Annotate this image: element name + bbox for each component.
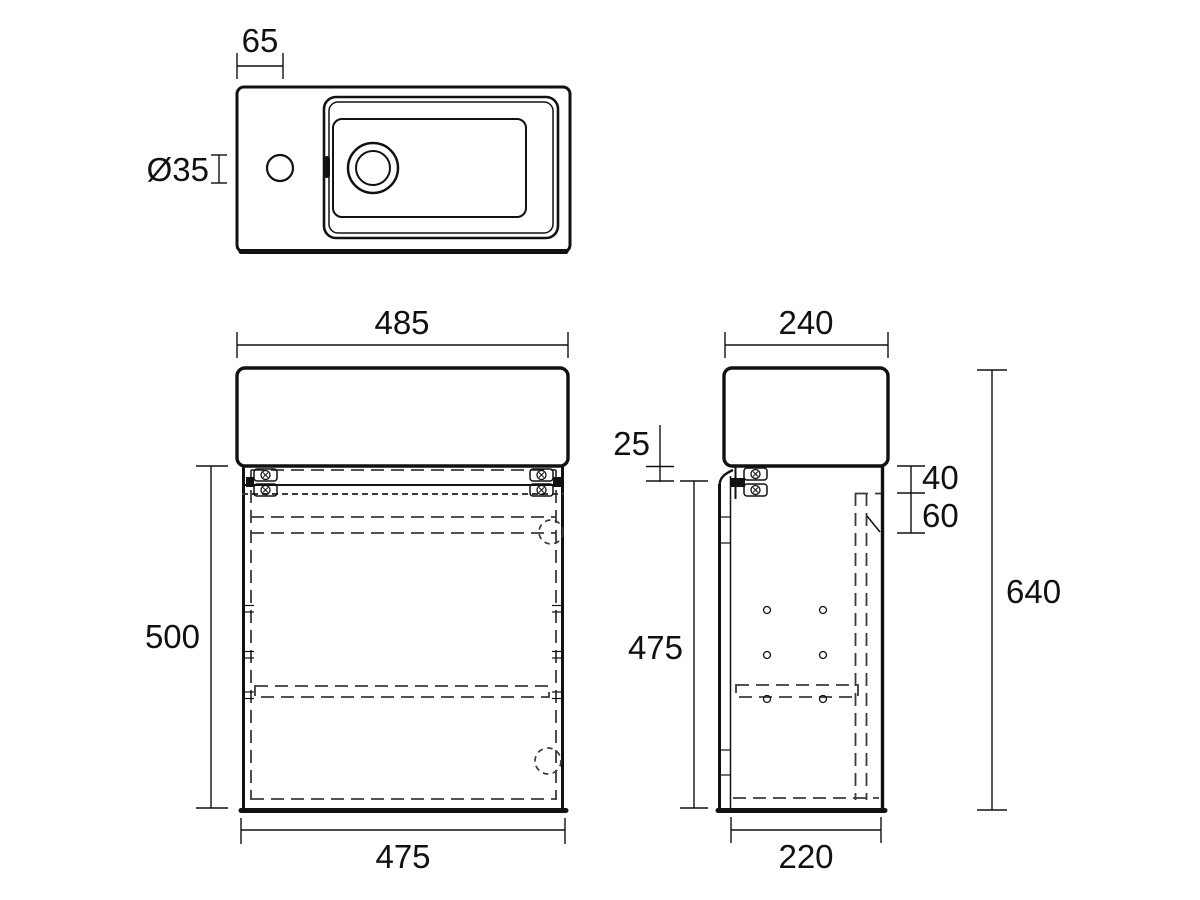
hinge-cup (529, 468, 554, 482)
front-view: 485 (145, 304, 570, 875)
hinge-arm (246, 477, 254, 487)
screw-cross (262, 472, 269, 478)
dim-label-fixing-top: 40 (922, 459, 959, 496)
dim-label-overall-height: 640 (1006, 573, 1061, 610)
dim-tap-hole-offset: 65 (236, 22, 284, 79)
hinge-screw (260, 469, 271, 481)
shelf-pin-marks-front (244, 604, 562, 700)
dim-cabinet-height: 500 (145, 465, 228, 809)
tap-hole (265, 153, 295, 183)
hinge-cup (253, 468, 278, 482)
pin-hole (762, 650, 772, 660)
overflow-slot (324, 156, 330, 178)
dim-label-cabinet-width: 475 (375, 838, 430, 875)
hinge-screw (536, 469, 547, 481)
dim-door-height: 475 (628, 480, 708, 809)
pin-hole (818, 694, 828, 704)
dim-label-cabinet-height: 500 (145, 618, 200, 655)
dim-overall-height: 640 (977, 369, 1061, 811)
dim-basin-depth: 240 (724, 304, 889, 358)
back-panel-chamfer-mark (866, 515, 881, 533)
hinge-cup (529, 483, 554, 497)
top-view: 65 Ø35 (147, 22, 572, 254)
basin-side-outline (722, 366, 890, 468)
dim-tap-hole-diameter: Ø35 (147, 151, 227, 188)
shelf-pin-holes-side (762, 605, 828, 704)
shelf-hidden-outline (254, 685, 550, 698)
dim-basin-width: 485 (236, 304, 569, 358)
hinge-cup (253, 483, 278, 497)
hinge-side (731, 467, 768, 497)
hinge-cup (743, 483, 768, 497)
dim-label-basin-width: 485 (374, 304, 429, 341)
hinge-arm (731, 478, 745, 487)
basin-plan-outline (235, 85, 572, 254)
door-side-profile (718, 468, 734, 808)
hinge-cup (743, 467, 768, 481)
dim-label-fixing-bottom: 60 (922, 497, 959, 534)
drain-outer-circle (346, 141, 400, 195)
hidden-hole-bottom (534, 747, 562, 775)
screw-cross (538, 487, 545, 493)
side-view: 240 (613, 304, 1061, 875)
pin-hole (762, 605, 772, 615)
screw-cross (752, 471, 759, 477)
hinge-front-right (529, 468, 561, 497)
shelf-hidden-outline (735, 684, 859, 698)
basin-front-outline (235, 366, 570, 468)
hidden-lines-front (242, 469, 564, 800)
pin-hole (762, 694, 772, 704)
dim-label-gap: 25 (613, 425, 650, 462)
dim-cabinet-width: 475 (240, 818, 566, 875)
dim-carcass-depth: 220 (730, 817, 882, 875)
dim-label-door-height: 475 (628, 629, 683, 666)
hidden-hole-top (538, 519, 564, 545)
screw-cross (262, 487, 269, 493)
screw-cross (538, 472, 545, 478)
hidden-lines-side (733, 492, 881, 800)
hinge-screw (260, 484, 271, 496)
door-top-edge (718, 468, 734, 487)
pin-hole (818, 605, 828, 615)
screw-cross (752, 487, 759, 493)
dim-fixing-offsets: 40 60 (897, 459, 959, 534)
drain-inner-circle (355, 150, 391, 186)
hinge-front-left (246, 468, 278, 497)
hinge-screw (750, 484, 761, 496)
pin-hole (818, 650, 828, 660)
dim-label-tap-diameter: Ø35 (147, 151, 209, 188)
hinge-arm (553, 477, 561, 487)
hinge-screw (536, 484, 547, 496)
dim-label-basin-depth: 240 (778, 304, 833, 341)
dim-label-carcass-depth: 220 (778, 838, 833, 875)
dim-label-tap-offset: 65 (242, 22, 279, 59)
dim-basin-to-door-gap: 25 (613, 425, 674, 482)
bowl-floor (332, 118, 527, 218)
hinge-screw (750, 468, 761, 480)
